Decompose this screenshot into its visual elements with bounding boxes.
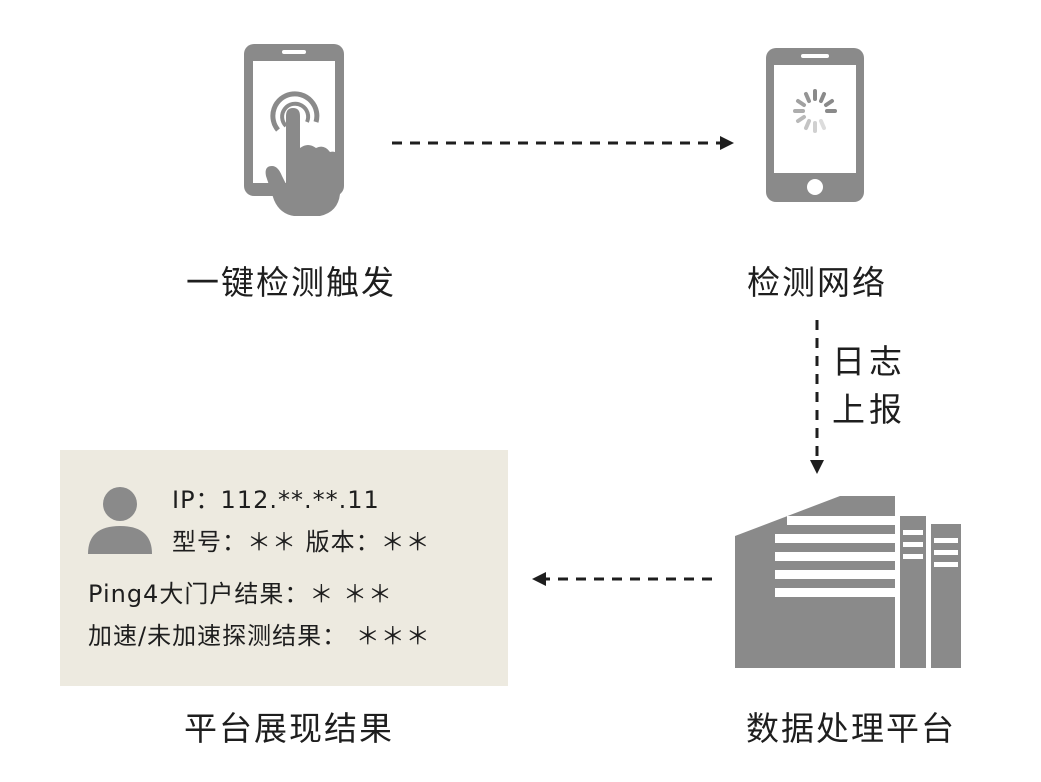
edge-label-log-report: 日志 上报 <box>832 338 906 434</box>
edge-label-line2: 上报 <box>832 390 906 429</box>
result-accel: 加速/未加速探测结果： ＊＊＊ <box>88 622 431 650</box>
result-ip: IP：112.**.**.11 <box>172 486 380 514</box>
server-icon <box>735 496 961 668</box>
result-ping: Ping4大门户结果：＊ ＊＊ <box>88 580 393 608</box>
edge-label-line1: 日志 <box>832 342 906 381</box>
result-model-version: 型号：＊＊ 版本：＊＊ <box>172 528 431 556</box>
phone-touch-icon <box>244 44 344 216</box>
caption-display: 平台展现结果 <box>184 709 394 748</box>
phone-loading-icon <box>766 48 864 202</box>
user-avatar-icon <box>88 487 152 554</box>
caption-trigger: 一键检测触发 <box>186 263 396 302</box>
caption-detect: 检测网络 <box>747 263 887 302</box>
result-card: IP：112.**.**.11 型号：＊＊ 版本：＊＊ Ping4大门户结果：＊… <box>60 450 508 686</box>
caption-platform: 数据处理平台 <box>746 709 956 748</box>
